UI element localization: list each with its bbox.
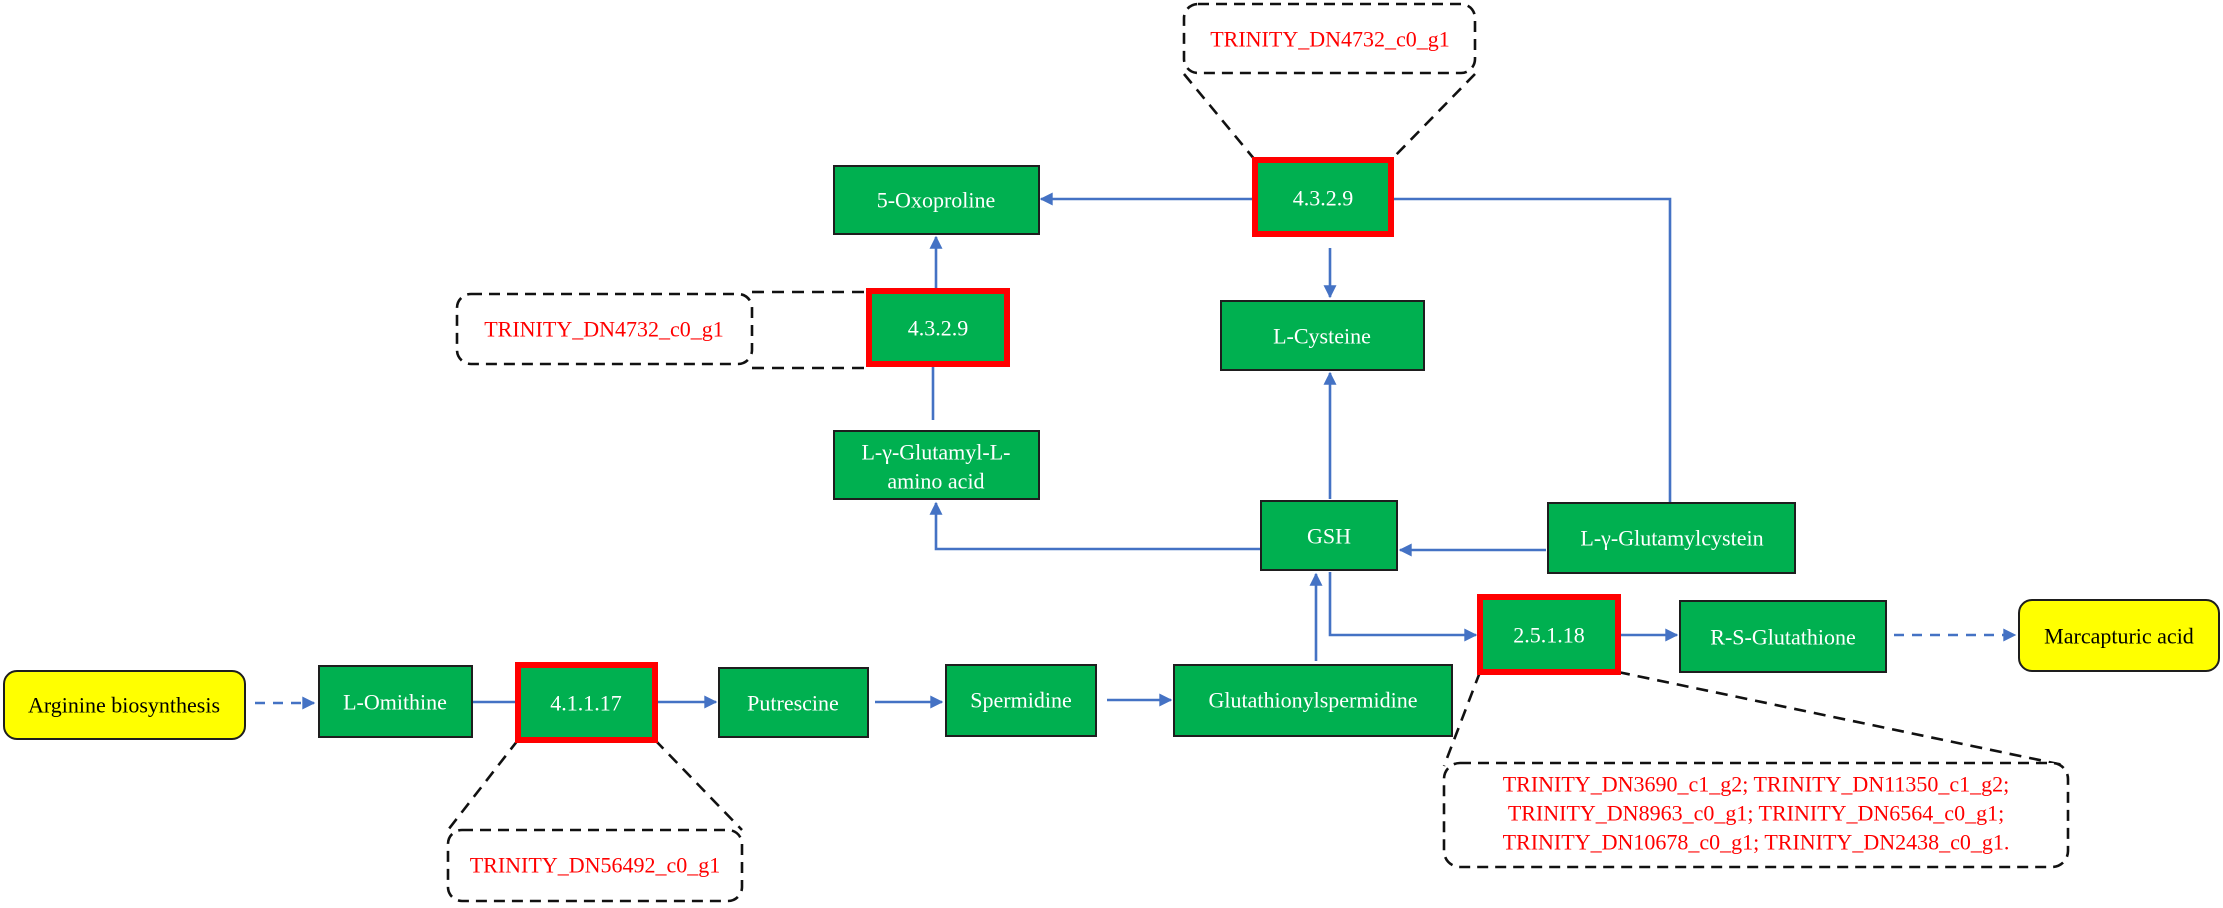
- node-label: Marcapturic acid: [2044, 624, 2194, 649]
- node-label: L-Omithine: [343, 690, 447, 715]
- node-l-cysteine: L-Cysteine: [1220, 300, 1425, 371]
- callout-connector-top-left: [1182, 73, 1257, 161]
- node-spermidine: Spermidine: [945, 664, 1097, 737]
- node-label: Arginine biosynthesis: [28, 693, 220, 718]
- node-label: L-γ-Glutamylcystein: [1580, 526, 1763, 551]
- gene-label: TRINITY_DN4732_c0_g1: [1210, 27, 1450, 52]
- node-label: Glutathionylspermidine: [1209, 688, 1418, 713]
- enzyme-4-1-1-17: 4.1.1.17: [515, 662, 658, 743]
- gene-label: TRINITY_DN56492_c0_g1: [470, 853, 721, 878]
- gene-label-line-3: TRINITY_DN10678_c0_g1; TRINITY_DN2438_c0…: [1503, 830, 2010, 855]
- callout-connector-odc-right: [654, 739, 743, 831]
- node-label: 5-Oxoproline: [877, 188, 996, 213]
- node-glutathionylspermidine: Glutathionylspermidine: [1173, 664, 1453, 737]
- gene-label: TRINITY_DN4732_c0_g1: [484, 317, 724, 342]
- node-glutamyl-amino-acid: L-γ-Glutamyl-L- amino acid: [833, 430, 1040, 500]
- gene-callout-mid: TRINITY_DN4732_c0_g1: [455, 292, 754, 366]
- node-label: GSH: [1307, 524, 1351, 549]
- node-5-oxoproline: 5-Oxoproline: [833, 165, 1040, 235]
- node-r-s-glutathione: R-S-Glutathione: [1679, 600, 1887, 673]
- gene-label-line-1: TRINITY_DN3690_c1_g2; TRINITY_DN11350_c1…: [1503, 772, 2010, 797]
- enzyme-label: 4.3.2.9: [1293, 186, 1354, 211]
- edge-glutamylcystein-to-enzyme-top: [1393, 197, 1672, 503]
- gene-callout-gst: TRINITY_DN3690_c1_g2; TRINITY_DN11350_c1…: [1442, 761, 2070, 869]
- arrow-gsh-to-glutamyl-amino-acid: [929, 501, 1261, 551]
- node-l-glutamylcystein: L-γ-Glutamylcystein: [1547, 502, 1796, 574]
- node-label: Spermidine: [970, 688, 1071, 713]
- enzyme-2-5-1-18: 2.5.1.18: [1477, 594, 1621, 675]
- enzyme-label: 4.3.2.9: [908, 316, 969, 341]
- arrow-gsh-to-enzyme-gst: [1328, 572, 1478, 642]
- callout-connector-gst-right: [1617, 670, 2069, 768]
- node-arginine-biosynthesis: Arginine biosynthesis: [3, 670, 246, 740]
- enzyme-label: 2.5.1.18: [1513, 623, 1585, 648]
- node-label-line-2: amino acid: [887, 469, 984, 494]
- node-marcapturic-acid: Marcapturic acid: [2018, 599, 2220, 672]
- gene-callout-top: TRINITY_DN4732_c0_g1: [1182, 2, 1477, 75]
- node-l-ornithine: L-Omithine: [318, 665, 473, 738]
- callout-connector-top-right: [1390, 73, 1476, 161]
- enzyme-label: 4.1.1.17: [550, 691, 622, 716]
- callout-connector-odc-left: [446, 739, 520, 831]
- node-label: R-S-Glutathione: [1710, 625, 1855, 650]
- node-label: L-Cysteine: [1273, 324, 1371, 349]
- node-putrescine: Putrescine: [718, 667, 869, 738]
- gene-label-line-2: TRINITY_DN8963_c0_g1; TRINITY_DN6564_c0_…: [1508, 801, 2004, 826]
- enzyme-4-3-2-9-top: 4.3.2.9: [1252, 157, 1394, 237]
- node-gsh: GSH: [1260, 500, 1398, 571]
- gene-callout-odc: TRINITY_DN56492_c0_g1: [446, 828, 744, 903]
- node-label-line-1: L-γ-Glutamyl-L-: [861, 440, 1010, 465]
- enzyme-4-3-2-9-mid: 4.3.2.9: [866, 288, 1010, 367]
- node-label: Putrescine: [747, 691, 839, 716]
- callout-connector-gst-left: [1442, 671, 1482, 767]
